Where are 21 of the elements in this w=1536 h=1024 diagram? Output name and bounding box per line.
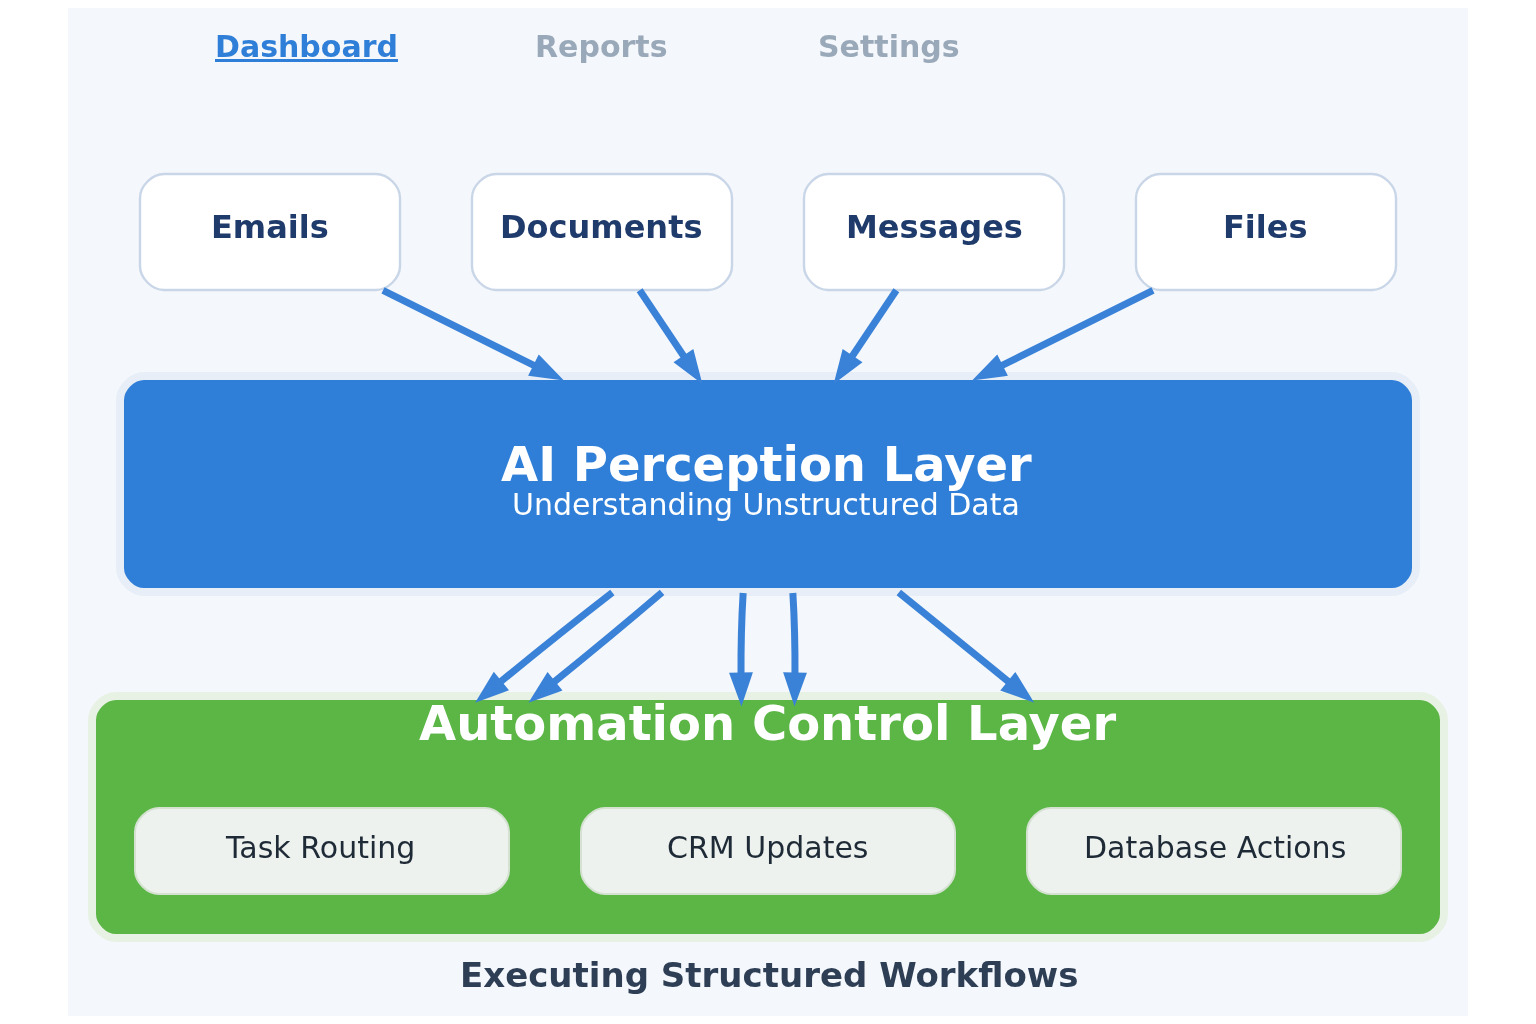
node-box: Documents — [470, 172, 734, 292]
arrow — [729, 592, 753, 707]
arrow — [783, 592, 807, 707]
arrow — [636, 288, 703, 384]
arrow — [475, 589, 615, 703]
node-box: Task Routing — [134, 807, 510, 895]
node-box: Emails — [138, 172, 402, 292]
arrow — [972, 287, 1155, 381]
label: Reports — [535, 29, 668, 64]
node-box: Messages — [802, 172, 1066, 292]
node-box: AI Perception Layer Understanding Unstructured Data — [116, 372, 1420, 596]
arrow — [528, 589, 665, 703]
arrow — [381, 287, 564, 381]
caption: Executing Structured Workflows — [460, 955, 1079, 996]
node-box: Database Actions — [1026, 807, 1402, 895]
arrow — [833, 288, 900, 384]
node-box: CRM Updates — [580, 807, 956, 895]
arrow — [896, 589, 1035, 703]
label: Dashboard — [215, 29, 398, 64]
label: Settings — [818, 29, 960, 64]
node-box: Files — [1134, 172, 1398, 292]
